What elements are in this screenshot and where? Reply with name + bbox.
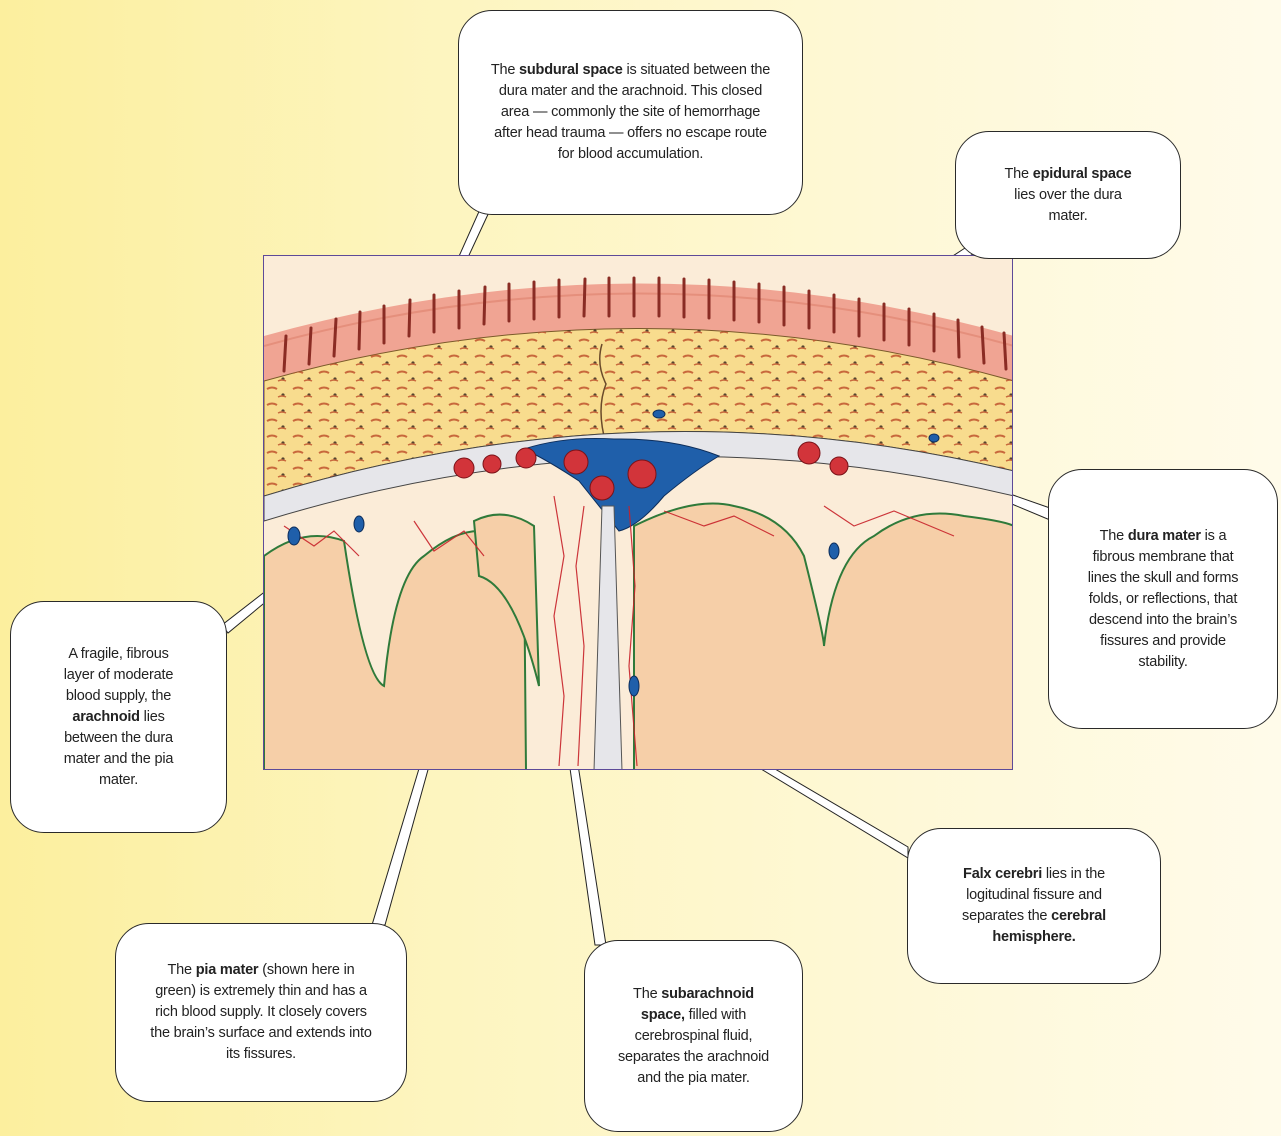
- meninges-cross-section: [264, 256, 1013, 770]
- callout-pia-mater: The pia mater (shown here in green) is e…: [115, 923, 407, 1102]
- callout-dura-text: The dura mater is a fibrous membrane tha…: [1083, 526, 1243, 673]
- callout-arachnoid: A fragile, fibrous layer of moderate blo…: [10, 601, 227, 833]
- callout-dura-mater: The dura mater is a fibrous membrane tha…: [1048, 469, 1278, 729]
- callout-subdural-space: The subdural space is situated between t…: [458, 10, 803, 215]
- callout-subarachnoid-space: The subarachnoid space, filled with cere…: [584, 940, 803, 1132]
- callout-epidural-text: The epidural space lies over the dura ma…: [993, 164, 1143, 227]
- callout-falx-text: Falx cerebri lies in the logitudinal fis…: [934, 864, 1134, 948]
- meninges-illustration: [263, 255, 1013, 770]
- callout-pia-text: The pia mater (shown here in green) is e…: [146, 960, 376, 1065]
- callout-arachnoid-text: A fragile, fibrous layer of moderate blo…: [58, 644, 180, 791]
- callout-epidural-space: The epidural space lies over the dura ma…: [955, 131, 1181, 259]
- callout-falx-cerebri: Falx cerebri lies in the logitudinal fis…: [907, 828, 1161, 984]
- callout-subdural-text: The subdural space is situated between t…: [486, 60, 776, 165]
- callout-subarachnoid-text: The subarachnoid space, filled with cere…: [614, 984, 774, 1089]
